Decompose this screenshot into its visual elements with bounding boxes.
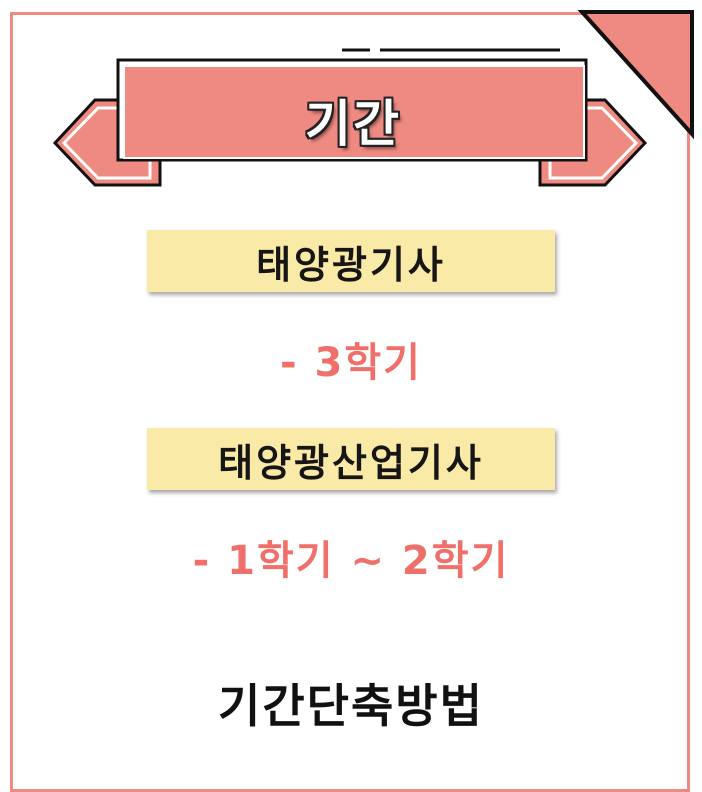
banner-title: 기간 [305, 95, 401, 153]
label-solar-industrial-engineer: 태양광산업기사 [147, 428, 555, 490]
period-solar-engineer: - 3학기 [280, 340, 422, 386]
label-solar-engineer: 태양광기사 [147, 230, 555, 292]
ribbon-banner [52, 48, 648, 187]
period-solar-industrial-engineer: - 1학기 ~ 2학기 [192, 538, 510, 584]
shortening-method-title: 기간단축방법 [218, 679, 484, 733]
